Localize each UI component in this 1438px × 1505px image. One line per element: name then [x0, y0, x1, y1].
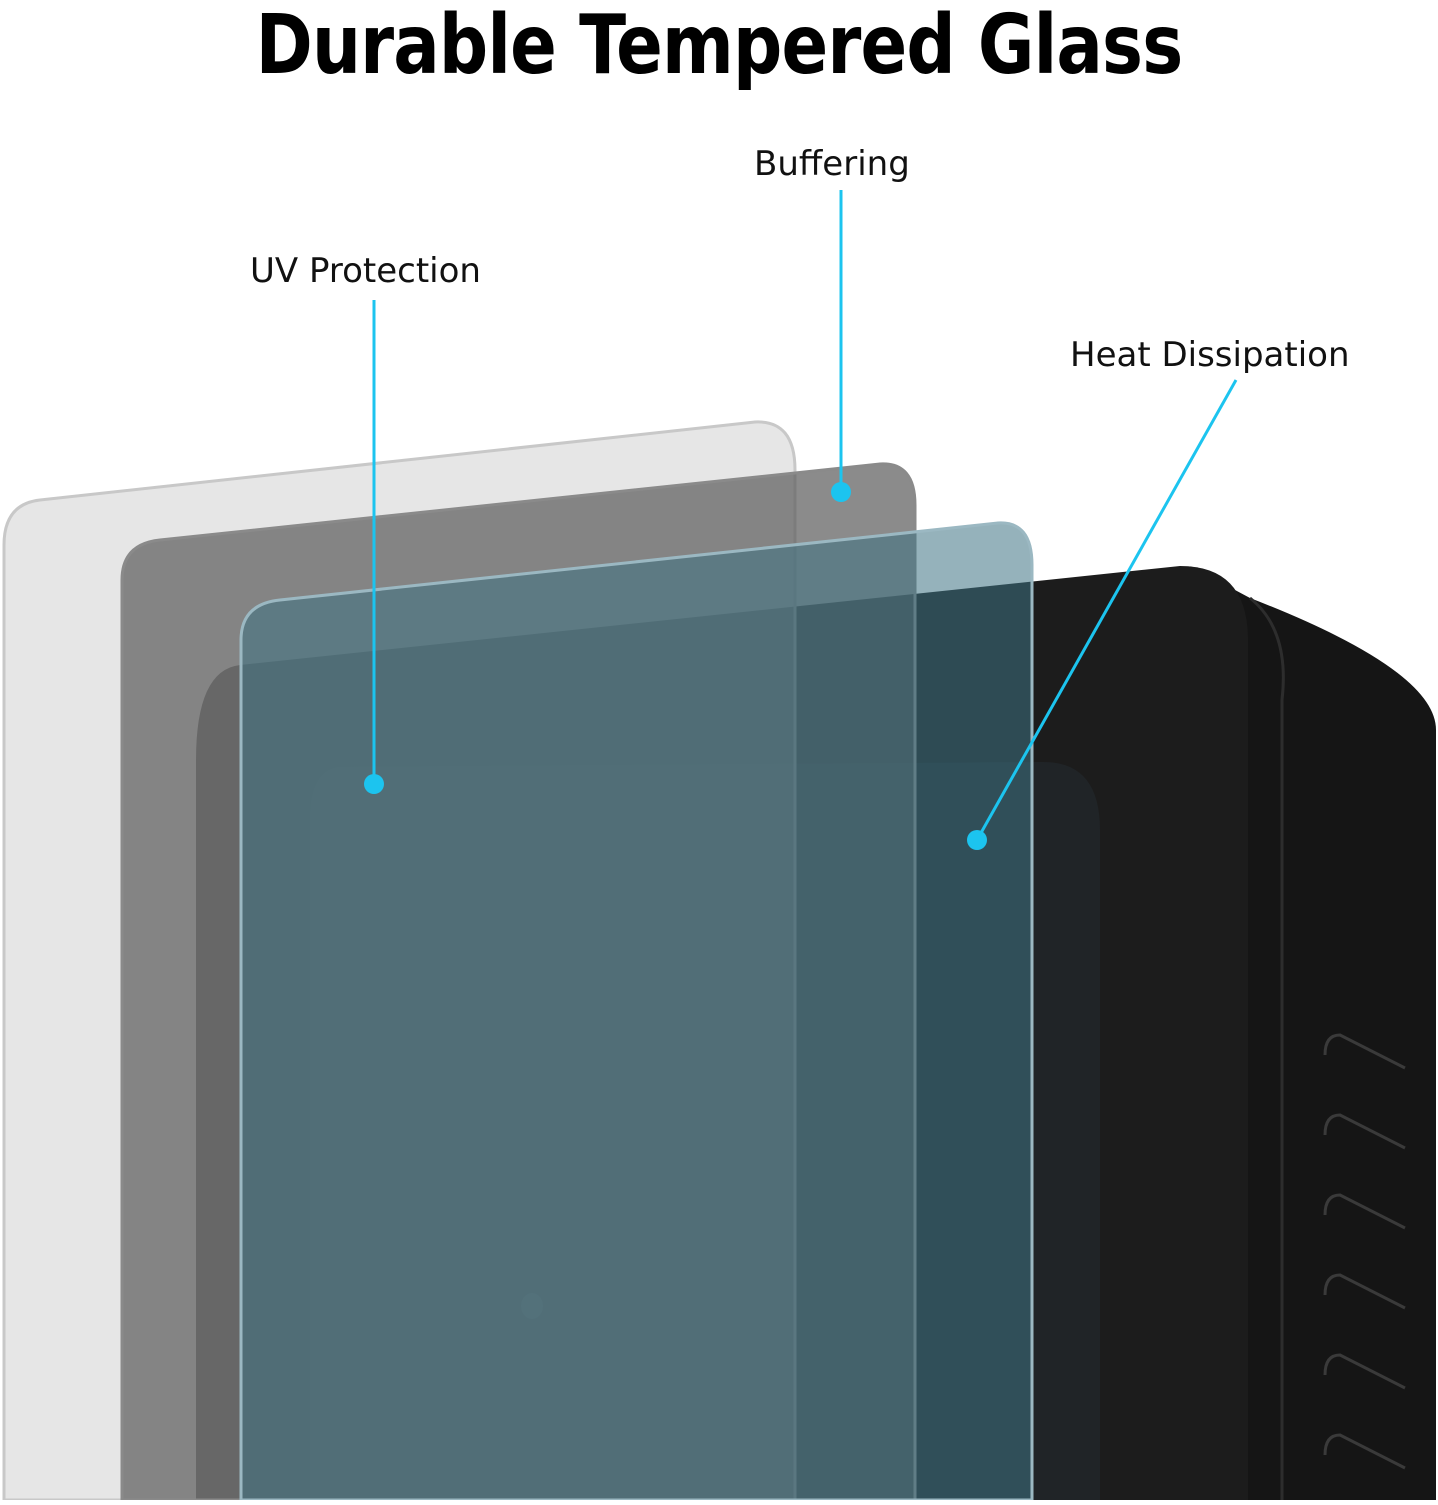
side-vents — [1323, 1033, 1406, 1470]
buffering-label: Buffering — [754, 144, 910, 184]
heat-callout-line — [975, 379, 1238, 841]
callout-lines — [372, 190, 1238, 841]
heat-dissipation-label: Heat Dissipation — [1070, 335, 1350, 375]
glass-layer-blue — [239, 521, 1034, 1502]
device-side-panel — [1190, 566, 1436, 1500]
uv-protection-label: UV Protection — [250, 251, 481, 291]
page-title: Durable Tempered Glass — [255, 0, 1184, 93]
heat-callout-dot — [967, 830, 987, 850]
device-side-seam — [1249, 596, 1285, 1500]
uv-callout-dot — [364, 774, 384, 794]
callout-dots — [364, 482, 987, 850]
buffering-callout-dot — [831, 482, 851, 502]
